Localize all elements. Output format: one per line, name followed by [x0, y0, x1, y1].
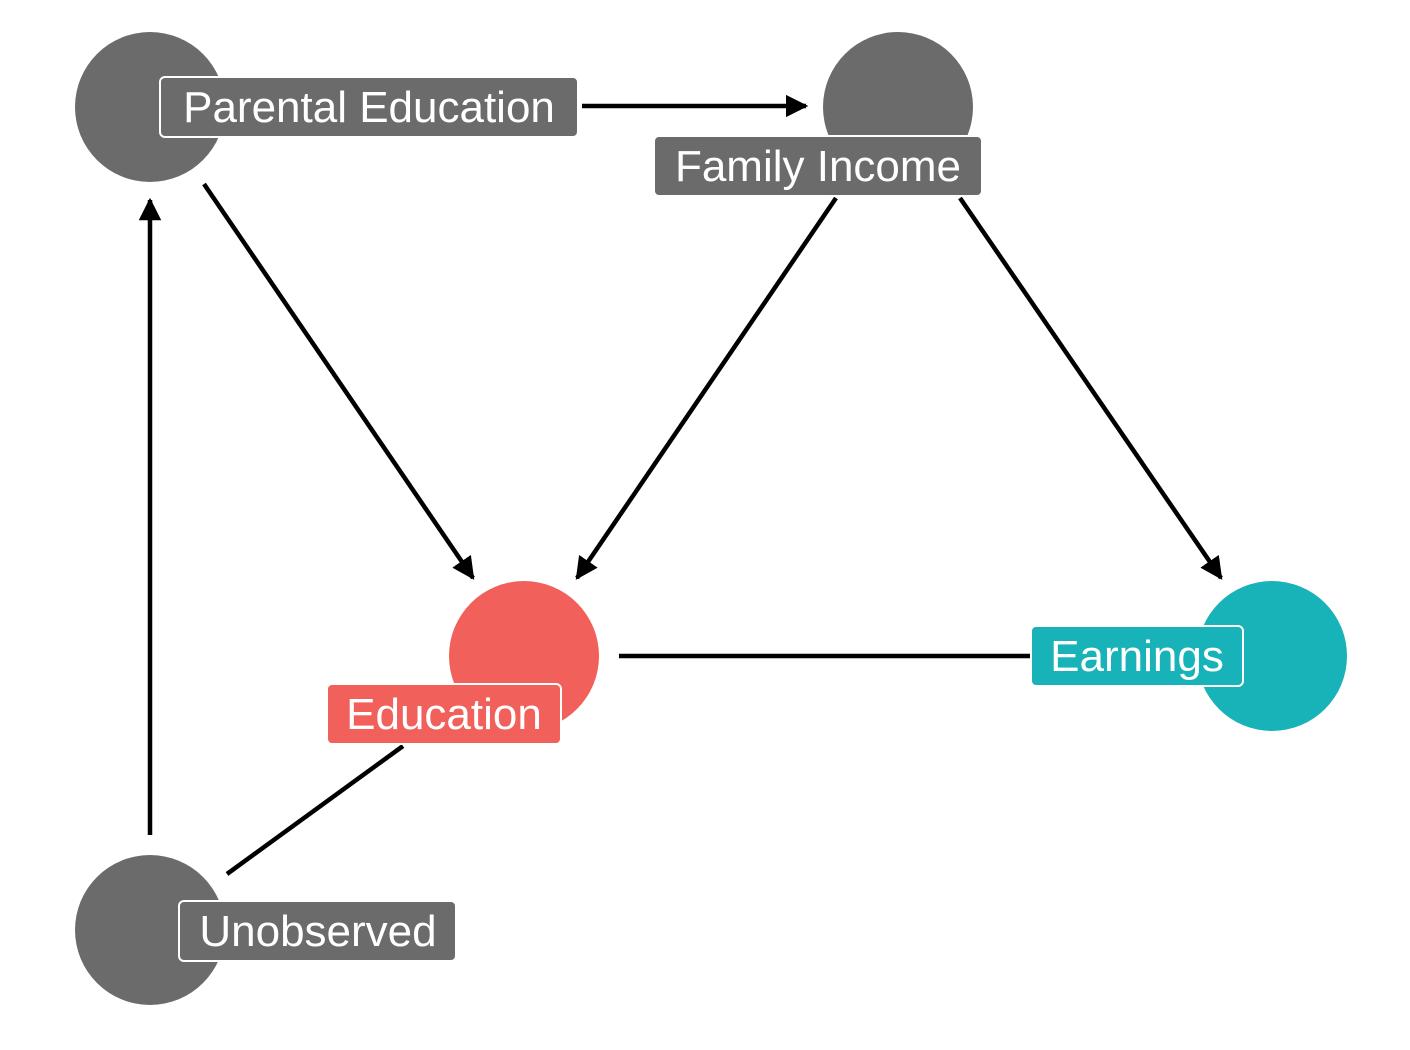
label-parental-education: Parental Education	[159, 76, 579, 138]
node-parental-education	[75, 32, 225, 182]
label-text-earnings: Earnings	[1050, 632, 1224, 681]
label-unobserved: Unobserved	[178, 900, 457, 962]
node-earnings	[1197, 581, 1347, 731]
edge-parental-education-to-education	[202, 182, 475, 580]
label-text-family-income: Family Income	[675, 142, 961, 191]
labels-layer: Parental Education Family Income Educati…	[159, 76, 1244, 962]
label-earnings: Earnings	[1030, 625, 1244, 687]
edge-unobserved-education	[225, 744, 405, 876]
label-text-unobserved: Unobserved	[199, 907, 436, 956]
node-unobserved	[75, 855, 225, 1005]
edge-family-income-to-education	[575, 196, 838, 580]
edges-layer	[138, 94, 1223, 876]
label-education: Education	[326, 683, 562, 745]
edge-family-income-to-earnings	[958, 196, 1223, 580]
label-text-parental-education: Parental Education	[183, 83, 555, 132]
label-family-income: Family Income	[653, 135, 983, 197]
label-text-education: Education	[346, 690, 542, 739]
